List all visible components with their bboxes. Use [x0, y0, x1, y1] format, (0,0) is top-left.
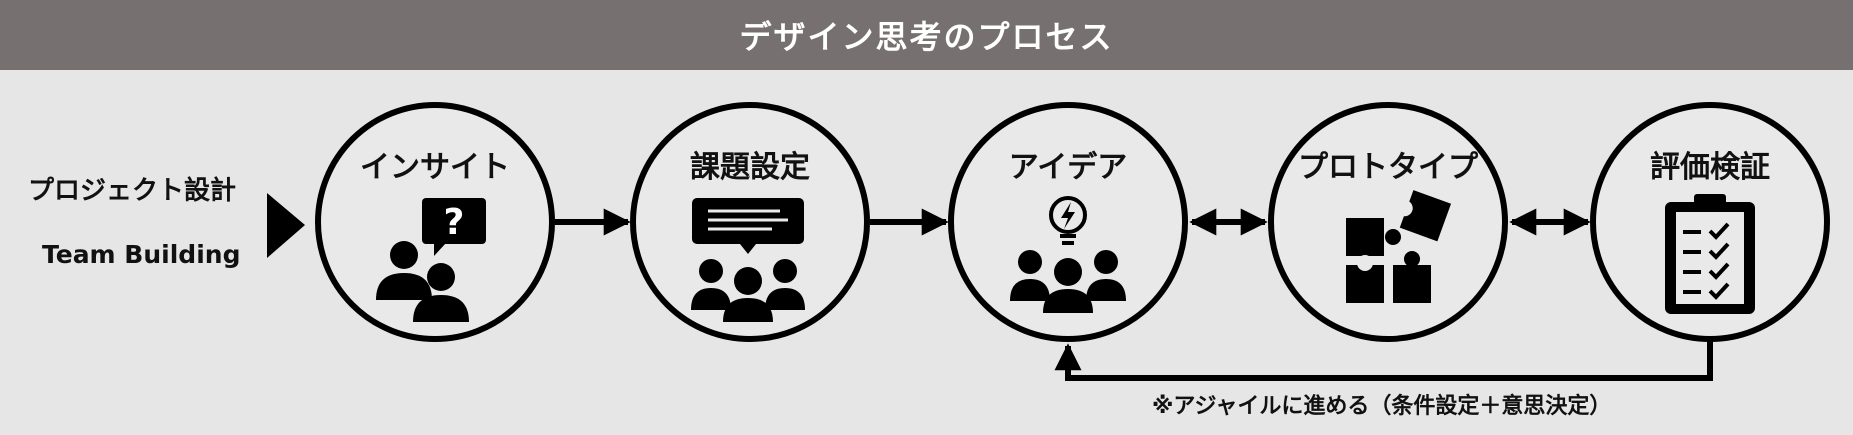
team-building-label: Team Building — [42, 240, 241, 269]
agile-loop-note: ※アジャイルに進める（条件設定＋意思決定） — [1152, 394, 1612, 419]
puzzle-icon — [1346, 190, 1452, 303]
feedback-loop-arrow — [1054, 339, 1713, 381]
stage-title-evaluation: 評価検証 — [1650, 150, 1770, 185]
header-banner: デザイン思考のプロセス — [0, 0, 1853, 70]
stage-title-prototype: プロトタイプ — [1298, 150, 1478, 185]
svg-text:?: ? — [444, 202, 465, 243]
clipboard-checklist-icon — [1665, 194, 1755, 314]
people-question-icon: ? — [376, 198, 486, 322]
stage-title-idea: アイデア — [1008, 150, 1128, 185]
entry-arrow-head — [267, 193, 305, 258]
page-title: デザイン思考のプロセス — [739, 18, 1114, 56]
lightbulb-team-icon — [1010, 196, 1126, 313]
project-design-label: プロジェクト設計 — [28, 176, 237, 206]
stage-circle-prototype — [1268, 102, 1508, 342]
stage-title-insight: インサイト — [360, 150, 510, 185]
stage-title-problem: 課題設定 — [690, 150, 810, 185]
team-discussion-icon — [691, 198, 805, 322]
